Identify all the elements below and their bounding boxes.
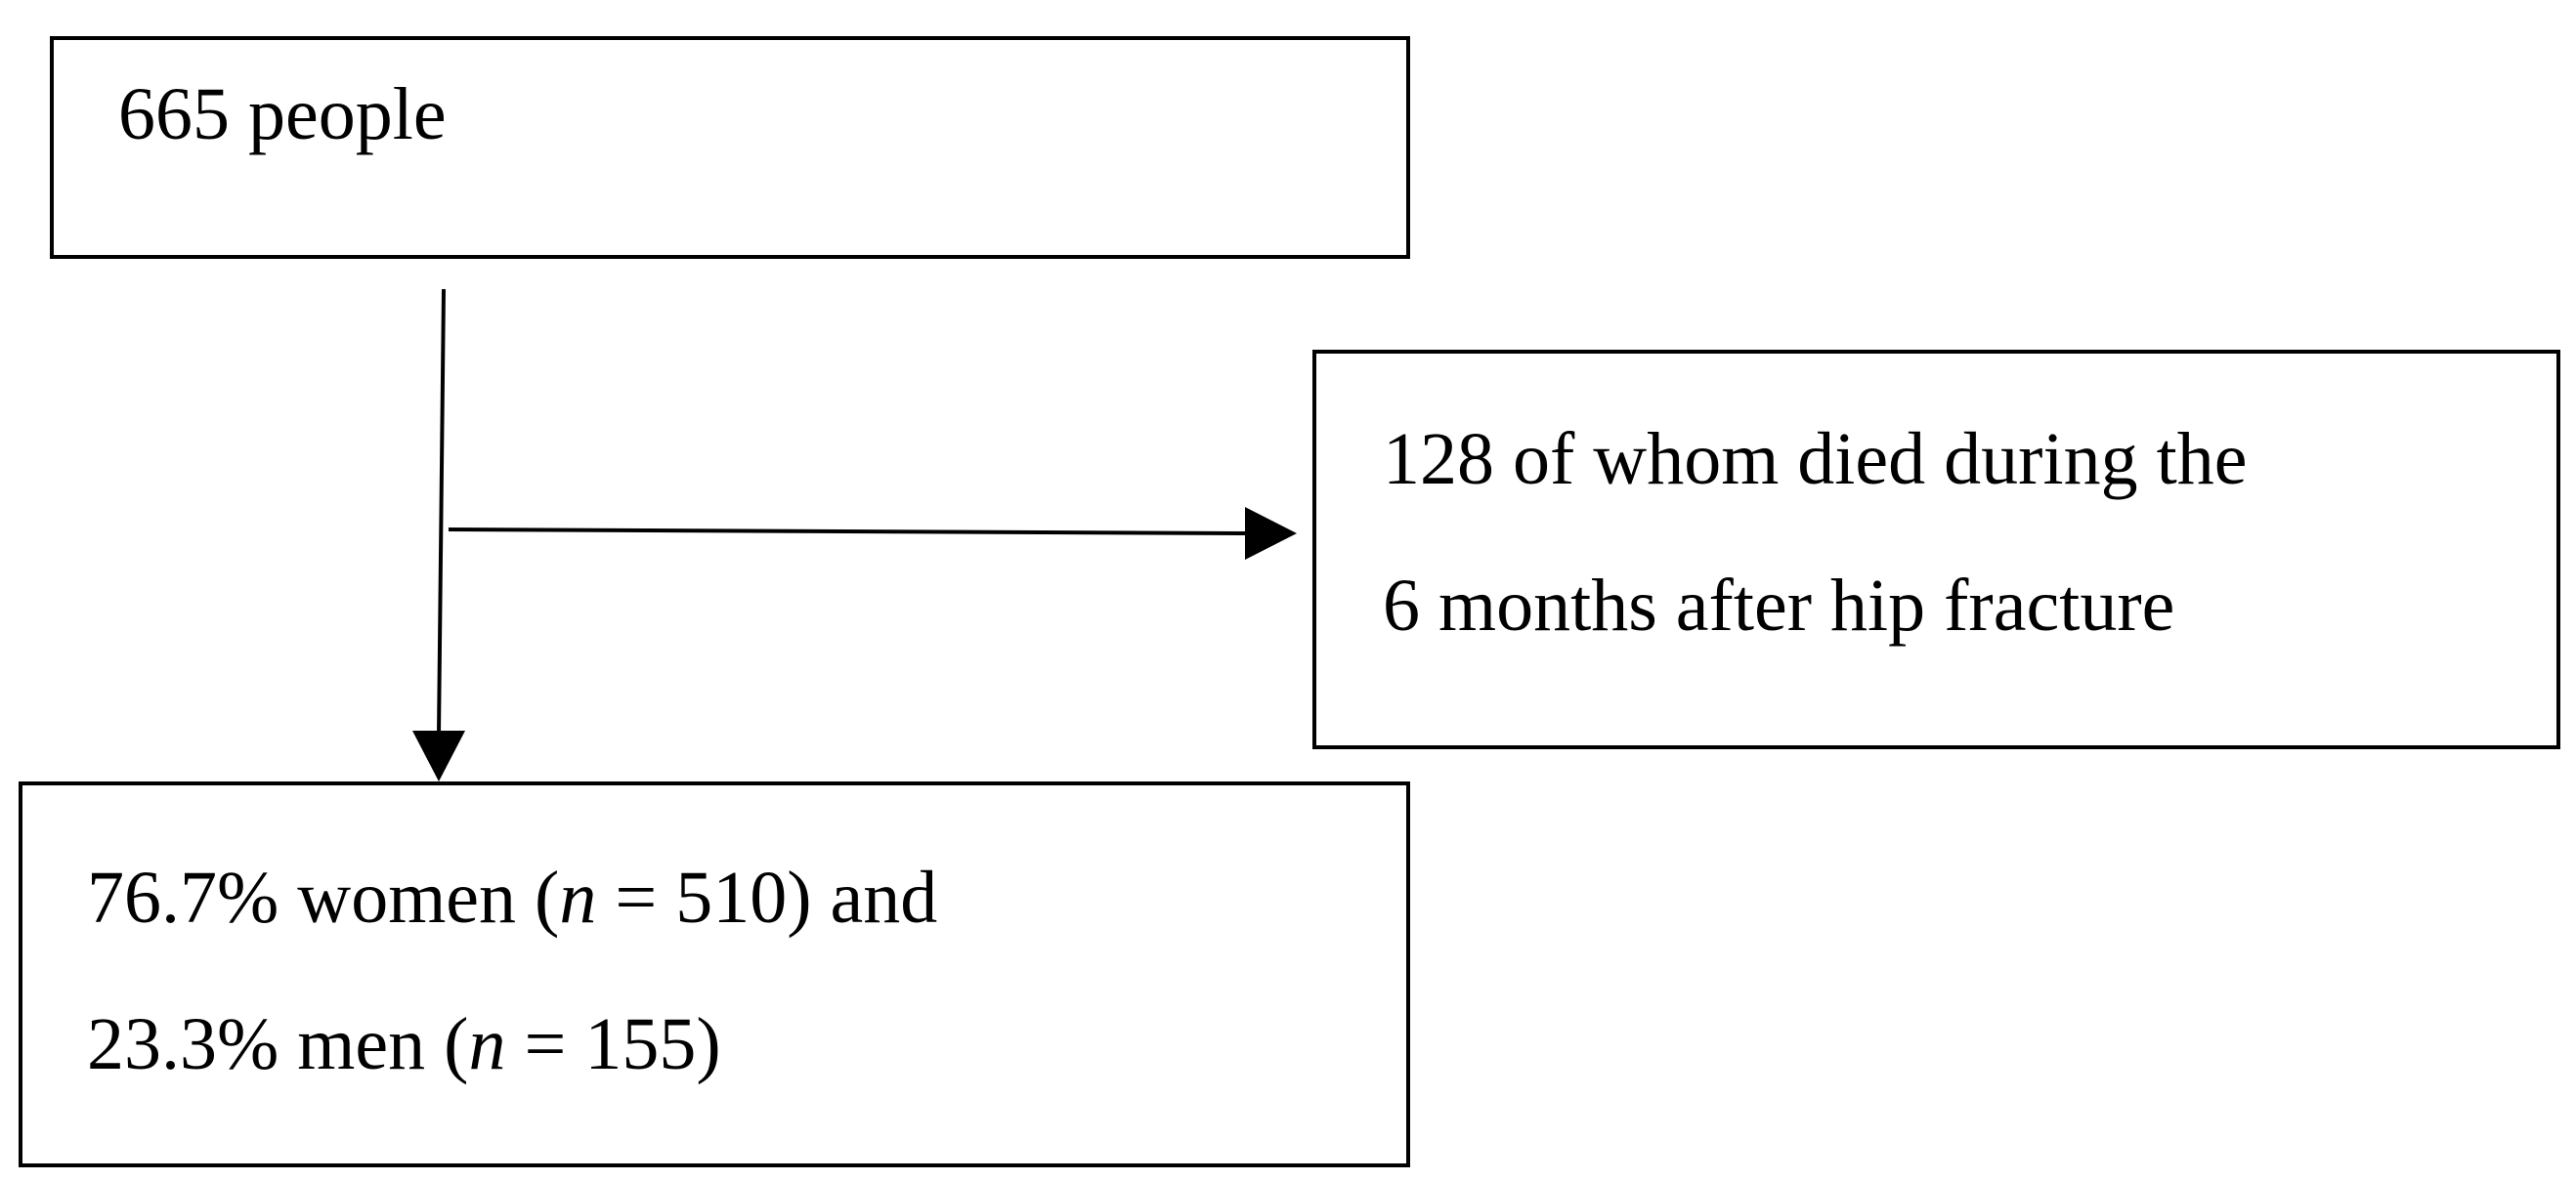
- arrow-total-to-sex-split-line: [437, 288, 446, 736]
- deaths-line-2: 6 months after hip fracture: [1383, 565, 2175, 647]
- women-count: = 510) and: [596, 857, 938, 939]
- sex-split-line-2: 23.3% men (n = 155): [87, 971, 937, 1118]
- sex-split-box: 76.7% women (n = 510) and 23.3% men (n =…: [19, 781, 1410, 1167]
- arrow-total-to-sex-split-head: [412, 731, 465, 781]
- women-n-symbol: n: [559, 857, 597, 939]
- deaths-label: 128 of whom died during the 6 months aft…: [1383, 386, 2247, 679]
- total-people-label: 665 people: [118, 73, 447, 155]
- arrow-branch-to-deaths-head: [1245, 507, 1297, 560]
- women-prefix: 76.7% women (: [87, 857, 560, 939]
- men-count: = 155): [505, 1003, 721, 1085]
- deaths-box: 128 of whom died during the 6 months aft…: [1312, 350, 2560, 749]
- men-prefix: 23.3% men (: [87, 1003, 469, 1085]
- arrow-branch-to-deaths-line: [448, 527, 1252, 535]
- sex-split-line-1: 76.7% women (n = 510) and: [87, 824, 937, 971]
- total-people-box: 665 people: [50, 36, 1410, 259]
- sex-split-label: 76.7% women (n = 510) and 23.3% men (n =…: [87, 824, 937, 1118]
- deaths-line-1: 128 of whom died during the: [1383, 418, 2248, 500]
- men-n-symbol: n: [468, 1003, 506, 1085]
